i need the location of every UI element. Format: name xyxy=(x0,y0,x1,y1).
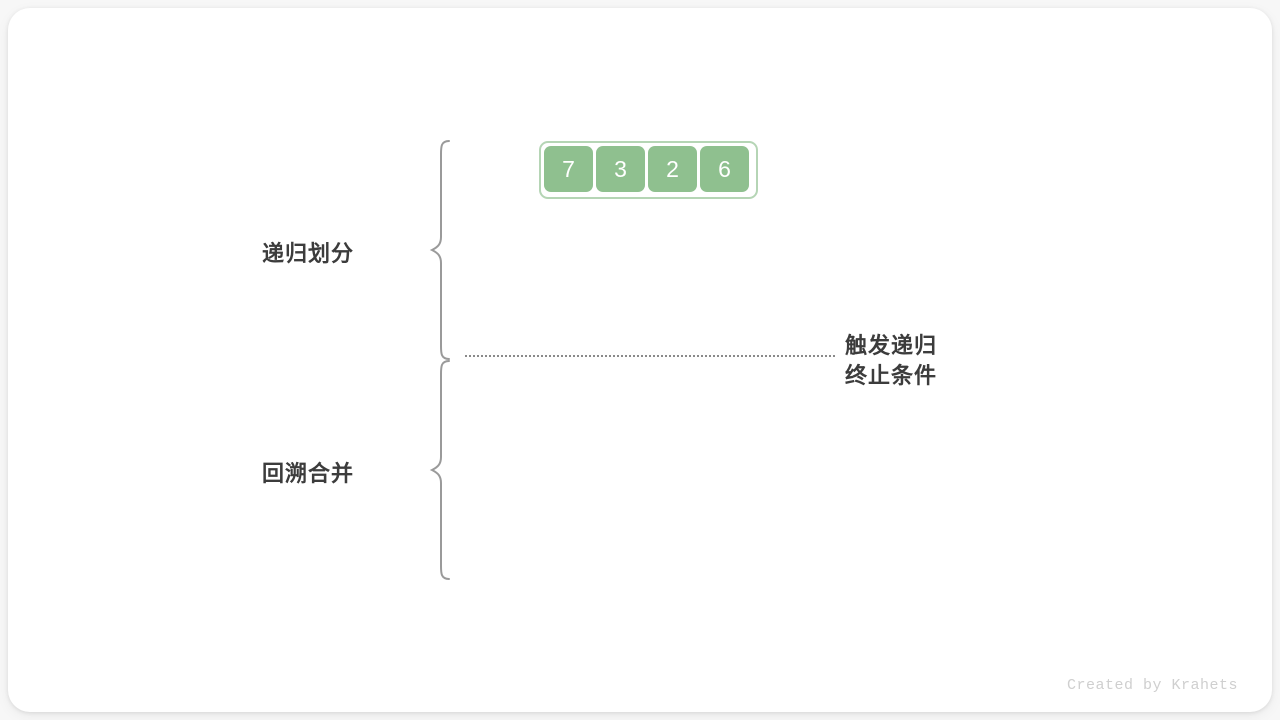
recursion-base-case-divider xyxy=(465,355,835,357)
array-cell: 7 xyxy=(544,146,593,192)
base-case-annotation-line-1: 触发递归 xyxy=(845,333,938,358)
array-cell: 2 xyxy=(648,146,697,192)
base-case-annotation-line-2: 终止条件 xyxy=(845,363,938,388)
phase-label-merge: 回溯合并 xyxy=(261,461,354,486)
merge-phase-brace xyxy=(429,360,450,580)
input-array: 7 3 2 6 xyxy=(539,141,758,199)
diagram-card xyxy=(8,8,1272,712)
divide-phase-brace xyxy=(429,140,450,360)
array-cell: 6 xyxy=(700,146,749,192)
credit-text: Created by Krahets xyxy=(1066,677,1238,694)
phase-label-divide: 递归划分 xyxy=(261,241,354,266)
base-case-annotation: 触发递归 终止条件 xyxy=(845,331,937,391)
array-cell: 3 xyxy=(596,146,645,192)
